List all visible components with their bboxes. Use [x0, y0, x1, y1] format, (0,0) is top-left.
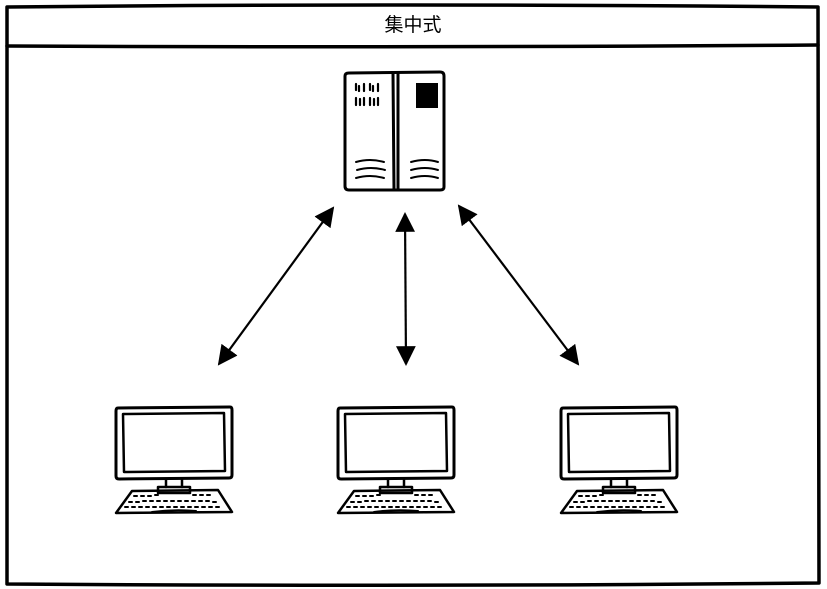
- connector-server-client-1: [217, 206, 335, 366]
- diagram-title: 集中式: [384, 14, 441, 36]
- connector-server-client-3: [457, 204, 580, 366]
- desktop-computer-icon: [114, 405, 234, 515]
- container-frame: [5, 3, 821, 588]
- desktop-computer-icon: [336, 405, 456, 515]
- server-icon: [343, 70, 446, 192]
- connections: [217, 204, 580, 366]
- desktop-computer-icon: [559, 405, 679, 515]
- connector-server-client-2: [395, 212, 416, 366]
